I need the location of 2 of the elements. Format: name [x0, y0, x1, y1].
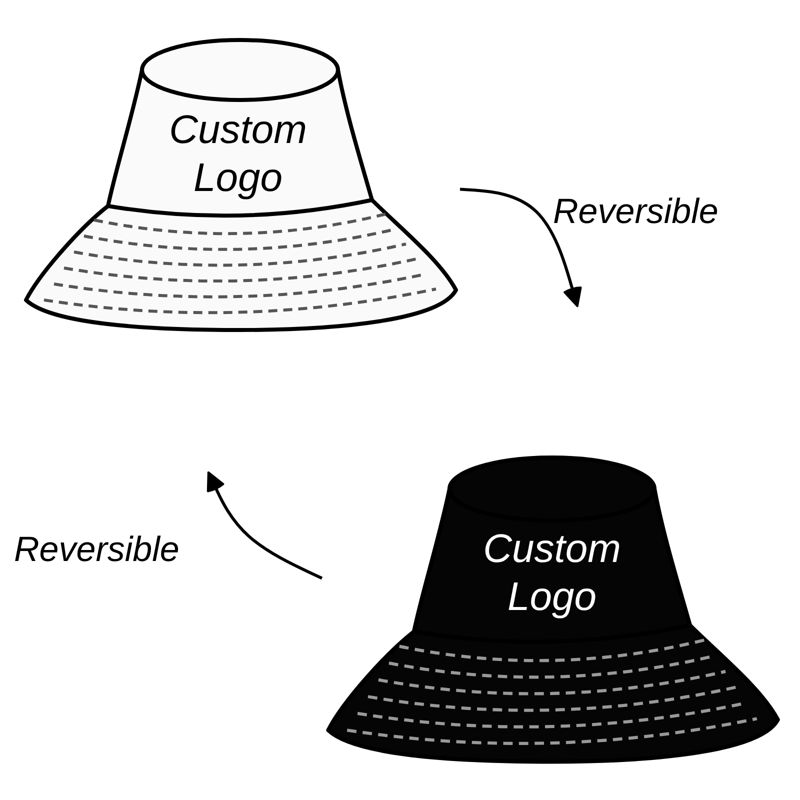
hat-print-text: Custom Logo [482, 526, 622, 621]
hat-print-text: Custom Logo [168, 107, 308, 202]
